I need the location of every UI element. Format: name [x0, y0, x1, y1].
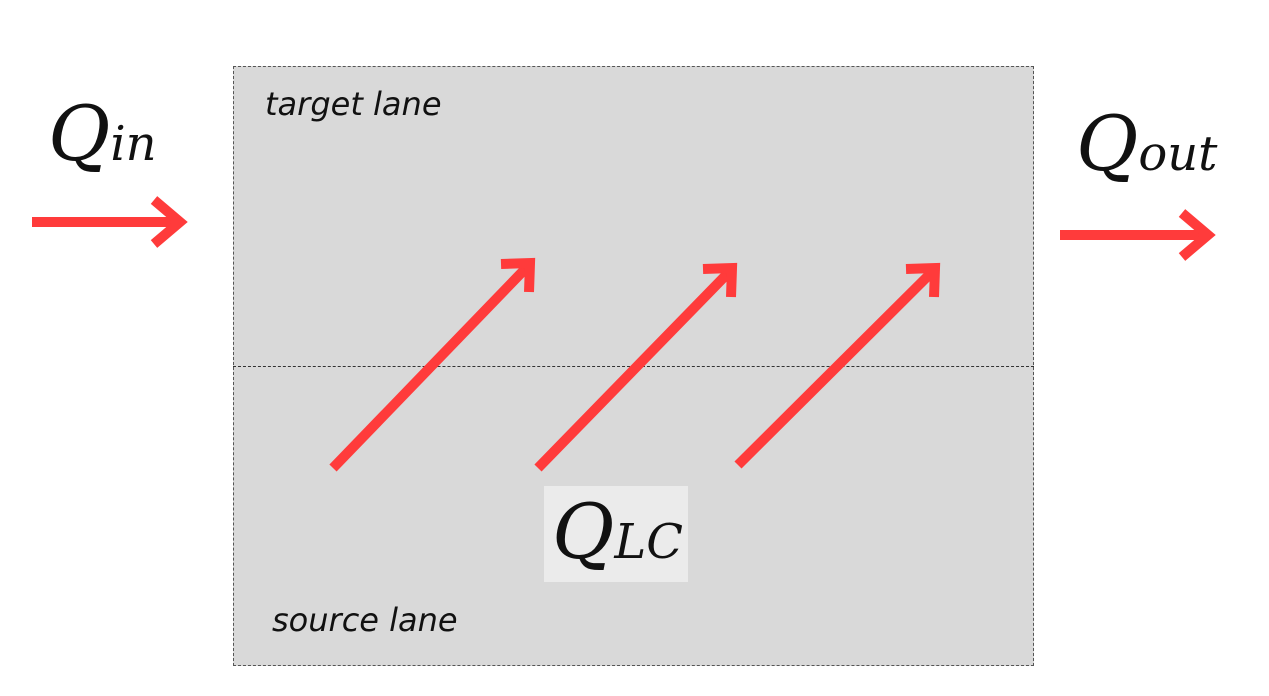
outflow-subscript: out [1138, 126, 1218, 182]
lane-change-arrow-2-icon [534, 262, 738, 472]
source-lane-label: source lane [272, 601, 458, 639]
inflow-subscript: in [110, 116, 157, 172]
inflow-label: Qin [48, 96, 157, 172]
target-lane-label: target lane [265, 85, 442, 123]
outflow-arrow-icon [1060, 209, 1216, 261]
outflow-symbol: Q [1076, 99, 1139, 188]
lane-change-subscript: LC [614, 514, 683, 570]
inflow-symbol: Q [48, 89, 111, 178]
lane-change-symbol: Q [552, 487, 615, 576]
lane-change-label: QLC [552, 494, 683, 570]
lane-change-label-box [544, 486, 688, 582]
outflow-label: Qout [1076, 106, 1217, 182]
lane-change-arrow-3-icon [734, 262, 941, 469]
lane-change-arrow-1-icon [329, 257, 536, 472]
inflow-arrow-icon [32, 196, 188, 248]
